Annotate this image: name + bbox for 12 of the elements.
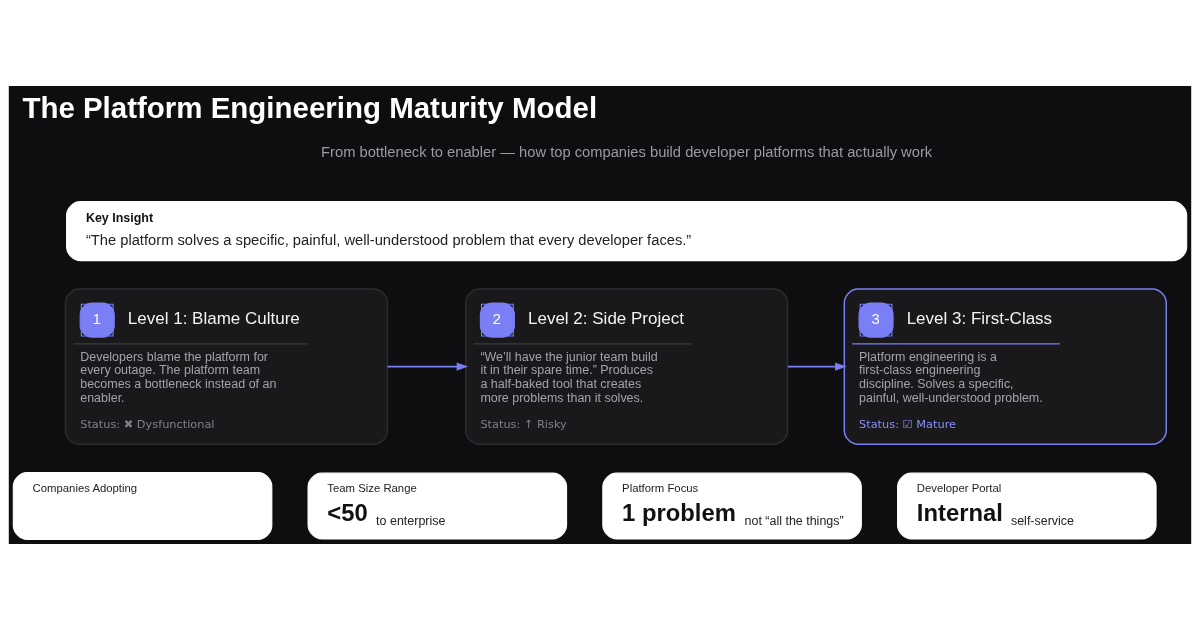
node-box: Team Size Range <50 to enterprise bbox=[307, 472, 568, 540]
node-box: Companies Adopting bbox=[12, 472, 273, 541]
arrow bbox=[786, 362, 847, 371]
node-box: Key Insight “The platform solves a specific, painful, well-understood problem that every developer faces.” bbox=[66, 201, 1188, 262]
node-box: Developer Portal Internal self-service bbox=[897, 472, 1157, 540]
node-box: 3 Level 3: First-Class Platform engineering is a first-class engineering discipline. Solves a specific, painful, well-understood problem. Status: ☑ Mature bbox=[843, 288, 1167, 445]
arrow bbox=[386, 362, 469, 371]
node-box: Platform Focus 1 problem not “all the things” bbox=[602, 472, 862, 540]
diagram-title: The Platform Engineering Maturity Model bbox=[22, 90, 598, 124]
node-box: 1 Level 1: Blame Culture Developers blame the platform for every outage. The platform team becomes a bottleneck instead of an enabler. Status: ✖ Dysfunctional bbox=[64, 288, 389, 445]
node-box: 2 Level 2: Side Project “We’ll have the junior team build it in their spare time.” Produces a half-baked tool that creates more problems than it solves. Status: ↑ Risky bbox=[464, 288, 789, 445]
label: From bottleneck to enabler — how top companies build developer platforms that actually work bbox=[321, 143, 933, 160]
